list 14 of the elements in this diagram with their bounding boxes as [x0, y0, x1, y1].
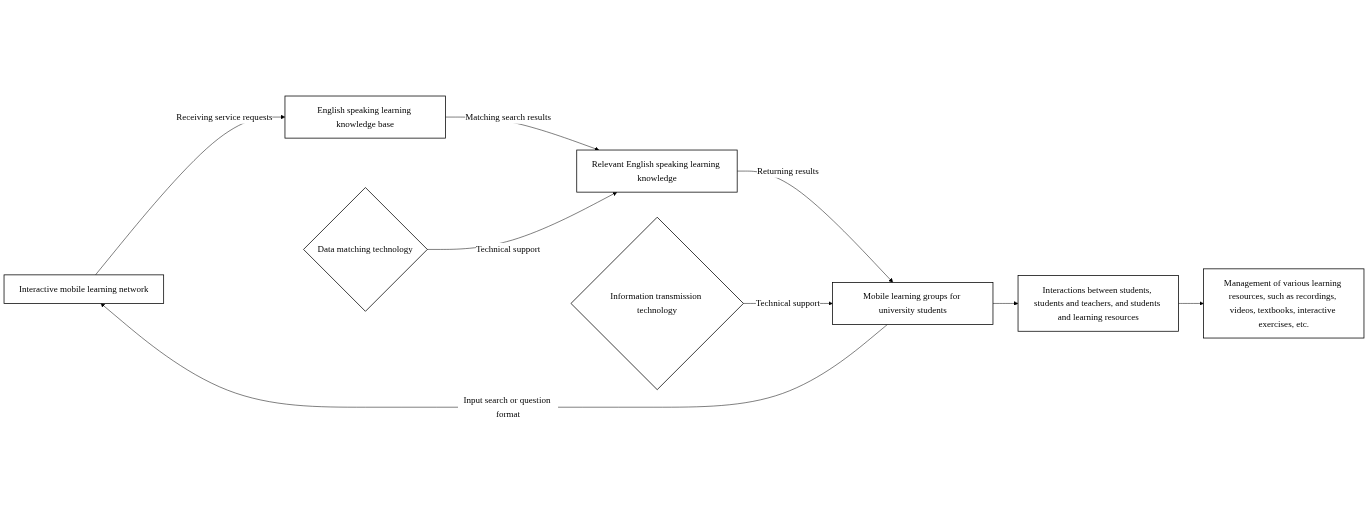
node-box: English speaking learning knowledge base	[284, 95, 446, 139]
node-box: Relevant English speaking learning knowledge	[576, 149, 738, 193]
edge-label: Returning results	[756, 165, 819, 176]
edge-label: Technical support	[755, 297, 820, 308]
edge-label: Input search or question format	[463, 394, 551, 419]
node-diamond: Data matching technology	[303, 186, 428, 312]
edge-label: Technical support	[475, 243, 541, 254]
node-box: Mobile learning groups for university students	[832, 281, 994, 325]
node-box: Interactions between students, students and teachers, and students and learning resources	[1017, 274, 1179, 332]
node-box: Interactive mobile learning network	[3, 274, 165, 304]
edge-label: Matching search results	[465, 111, 551, 122]
node-diamond: Information transmission technology	[570, 216, 744, 390]
edge-label: Receiving service requests	[176, 111, 273, 122]
node-box: Management of various learning resources, such as recordings, videos, textbooks, interactive exercises, etc.	[1203, 268, 1365, 338]
